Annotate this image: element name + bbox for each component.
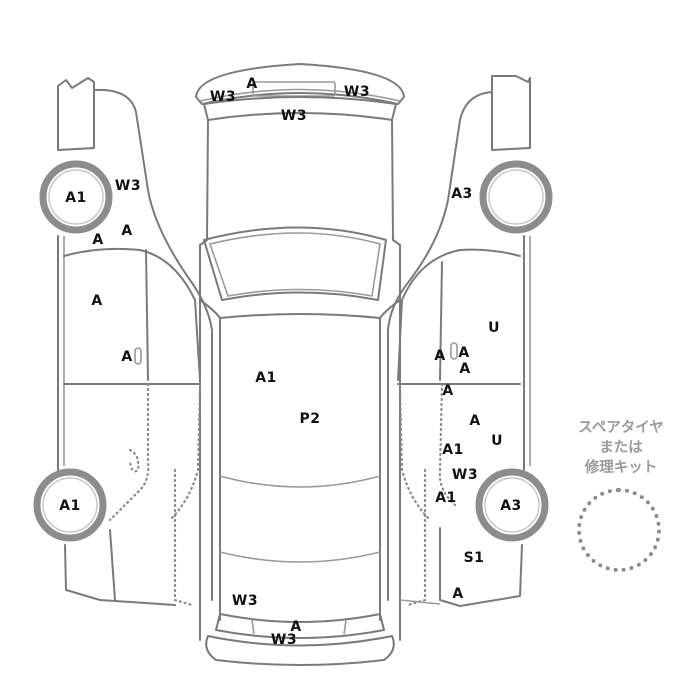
damage-mark: W3 [231, 593, 259, 609]
damage-mark: P2 [299, 411, 321, 427]
damage-mark: A [246, 76, 258, 92]
damage-mark: A [91, 293, 103, 309]
spare-tire-icon [577, 488, 661, 572]
damage-mark: A [121, 223, 133, 239]
left-side-view [57, 77, 213, 607]
damage-mark: W3 [280, 108, 308, 124]
damage-mark: A [469, 413, 481, 429]
damage-mark: A [452, 586, 464, 602]
damage-mark: A [459, 361, 471, 377]
left-front-tire-shape [39, 160, 113, 234]
damage-mark: W3 [270, 632, 298, 648]
damage-mark: A1 [65, 190, 87, 206]
damage-mark: A3 [500, 498, 522, 514]
damage-mark: A1 [59, 498, 81, 514]
left-rear-tire-shape [33, 468, 107, 542]
damage-mark: A1 [255, 370, 277, 386]
damage-mark: A3 [451, 186, 473, 202]
damage-mark: A [92, 232, 104, 248]
damage-mark: A [458, 345, 470, 361]
rear-view [205, 613, 395, 666]
spare-tire-label: スペアタイヤ または 修理キット [563, 418, 679, 478]
damage-mark: S1 [463, 550, 485, 566]
damage-mark: W3 [209, 89, 237, 105]
spare-label-line2: または [599, 440, 643, 456]
damage-mark: A1 [442, 442, 464, 458]
spare-label-line1: スペアタイヤ [578, 420, 664, 436]
damage-mark: A [290, 619, 302, 635]
right-rear-tire-shape [475, 468, 549, 542]
damage-mark: U [491, 433, 503, 449]
spare-label-line3: 修理キット [584, 460, 658, 476]
damage-mark: A [121, 349, 133, 365]
top-view [199, 119, 401, 641]
damage-mark: U [488, 320, 500, 336]
damage-mark: W3 [451, 467, 479, 483]
right-front-tire-shape [479, 160, 553, 234]
right-side-view [387, 75, 531, 607]
damage-mark: A [442, 383, 454, 399]
damage-mark: W3 [114, 178, 142, 194]
damage-mark: A1 [435, 490, 457, 506]
damage-mark: W3 [343, 84, 371, 100]
damage-mark: A [434, 348, 446, 364]
